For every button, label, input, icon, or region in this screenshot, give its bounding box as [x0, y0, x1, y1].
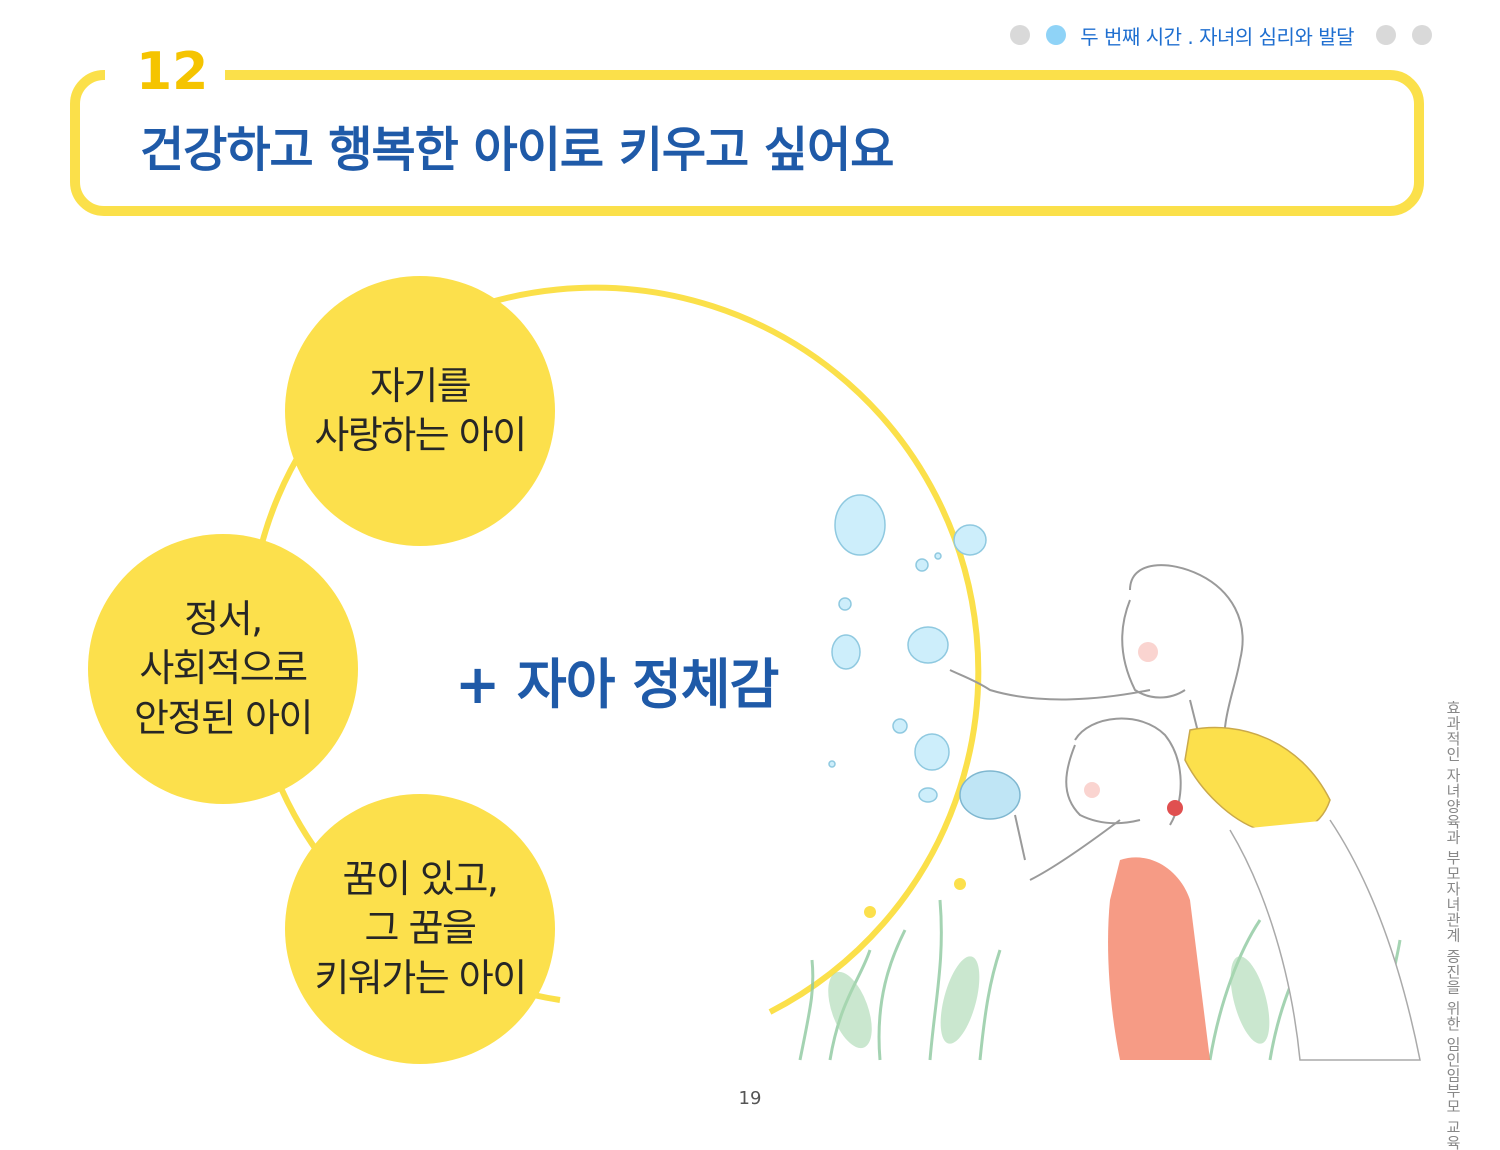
page-dot-active — [1046, 25, 1067, 45]
diagram-canvas — [246, 284, 1421, 1061]
section-number: 12 — [136, 42, 209, 102]
page-dot — [1412, 25, 1432, 45]
breadcrumb: 두 번째 시간 . 자녀의 심리와 발달 — [1080, 24, 1354, 49]
page-dot — [1010, 25, 1031, 45]
center-label: + 자아 정체감 — [455, 653, 779, 716]
connecting-ring — [418, 284, 982, 1015]
mother-child-bubbles-illustration — [798, 494, 1421, 1061]
page-dot — [1376, 25, 1396, 45]
page-indicator: 두 번째 시간 . 자녀의 심리와 발달 — [1002, 22, 1440, 49]
page-title: 건강하고 행복한 아이로 키우고 싶어요 — [140, 122, 894, 178]
circle-self-love: 자기를 사랑하는 아이 — [285, 276, 555, 546]
circle-dreams: 꿈이 있고, 그 꿈을 키워가는 아이 — [285, 794, 555, 1064]
side-caption: 효과적인 자녀양육과 부모자녀관계 증진을 위한 임인임부모 교육 — [1444, 700, 1462, 1150]
title-frame — [70, 70, 1424, 216]
page-number: 19 — [738, 1088, 762, 1109]
circle-emotional-stability: 정서, 사회적으로 안정된 아이 — [88, 534, 358, 804]
